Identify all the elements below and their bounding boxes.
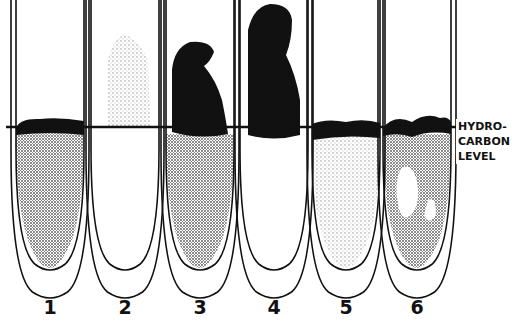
tube-inner-wall [240, 0, 308, 270]
hydrocarbon-level-line [6, 126, 462, 129]
tube-inner-wall [383, 0, 451, 270]
tube-outer-wall [307, 0, 385, 298]
tube-outer-wall [86, 0, 164, 298]
tube-outer-wall [11, 0, 89, 298]
tube-number: 6 [402, 296, 432, 318]
tube-inner-wall [312, 0, 380, 270]
tube-number: 2 [110, 296, 140, 318]
tube-outer-wall [235, 0, 313, 298]
tube-number: 1 [35, 296, 65, 318]
tube-number: 3 [185, 296, 215, 318]
level-label: HYDRO- CARBON LEVEL [456, 119, 520, 164]
tube-number: 5 [331, 296, 361, 318]
tube-inner-wall [16, 0, 84, 270]
tube-inner-wall [166, 0, 234, 270]
tube-inner-wall [91, 0, 159, 270]
tube-outer-wall [378, 0, 456, 298]
tube-outer-wall [161, 0, 239, 298]
tube-number: 4 [259, 296, 289, 318]
